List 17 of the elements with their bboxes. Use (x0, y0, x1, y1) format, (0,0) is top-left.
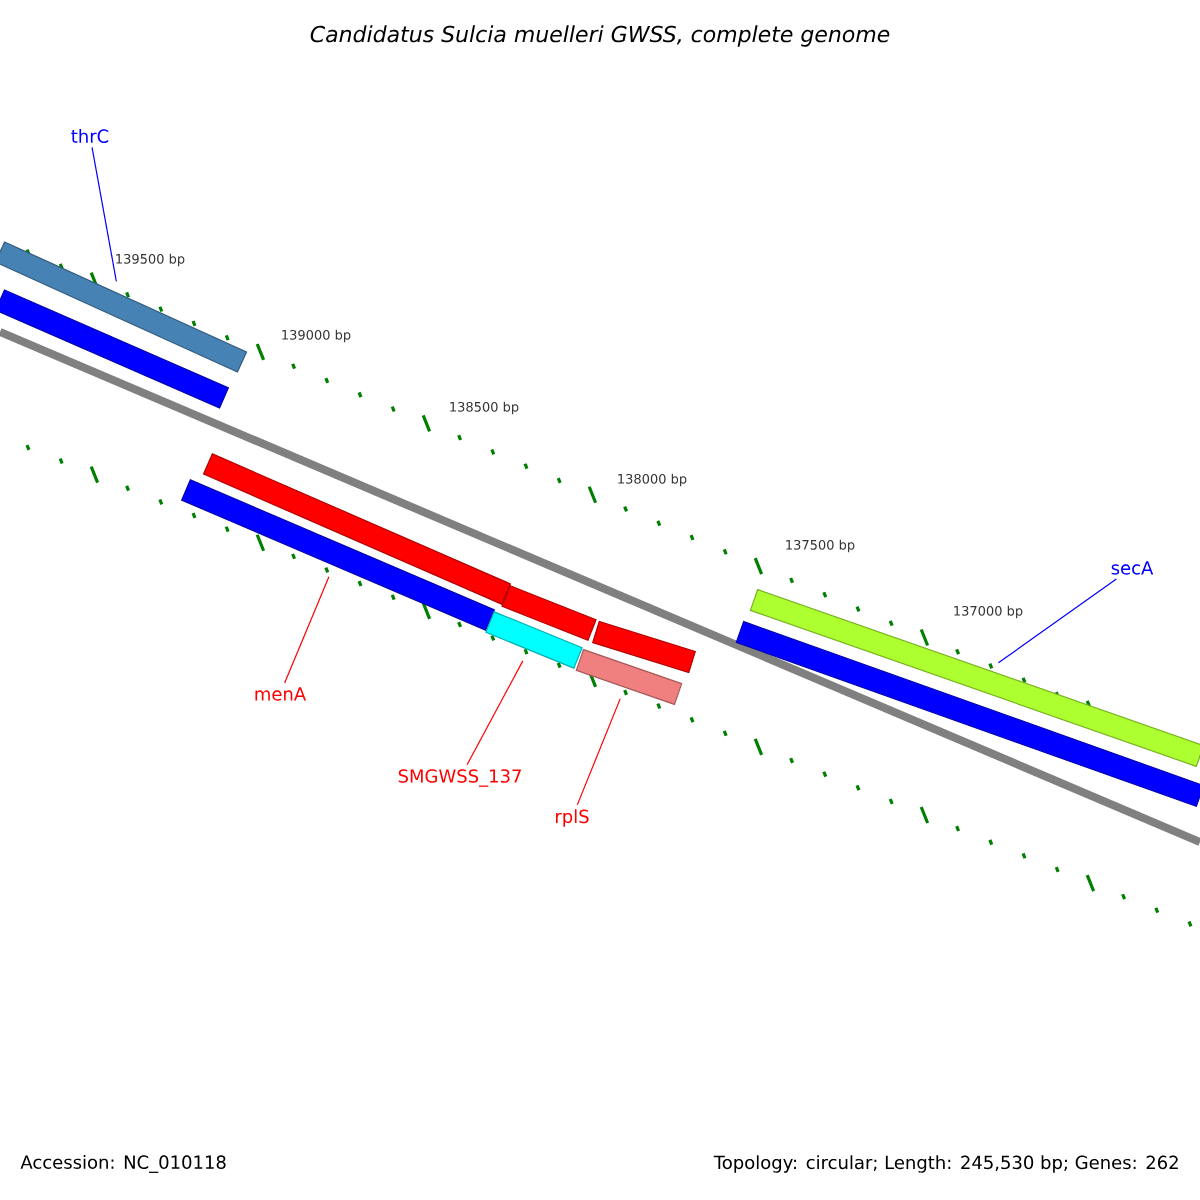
gene-bar (202, 453, 512, 605)
gene-label: SMGWSS_137 (398, 769, 521, 787)
gene-label: secA (1111, 561, 1154, 575)
footer-text: Accession: NC_010118 (20, 1155, 226, 1173)
gene-label: rplS (556, 809, 589, 827)
gene-bar (485, 611, 583, 669)
footer-text: Topology: circular; Length: 245,530 bp; Genes: 262 (713, 1155, 1178, 1173)
gene-bar (501, 585, 597, 641)
title: Candidatus Sulcia muelleri GWSS, complete genome (310, 25, 890, 47)
gene-bar (0, 241, 248, 373)
gene-label: menA (255, 687, 306, 701)
leader-line (466, 660, 524, 766)
gene-label: thrC (71, 129, 109, 143)
leader-line (284, 576, 330, 684)
leader-line (91, 146, 117, 282)
leader-line (576, 698, 621, 806)
leader-line (997, 578, 1117, 664)
